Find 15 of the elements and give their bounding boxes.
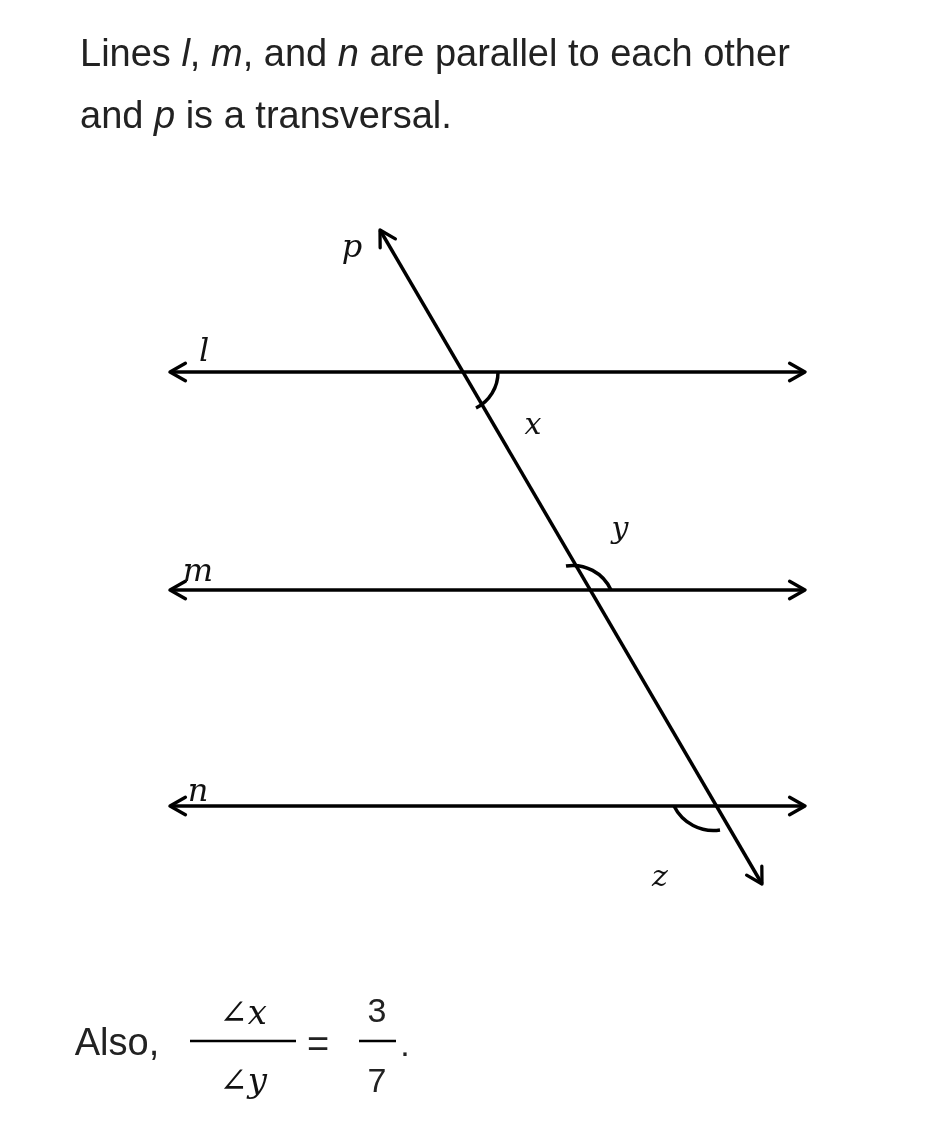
fraction-denominator: 7 xyxy=(367,1063,387,1097)
angle-label: z xyxy=(652,861,668,891)
line-label: p xyxy=(341,230,363,262)
line-label: l xyxy=(198,334,210,366)
formula-text: Also, xyxy=(74,1023,160,1061)
title-text: Lines l, m, and n are parallel to each other and p is a transversal. xyxy=(80,31,791,138)
line-label: n xyxy=(187,774,209,806)
angle-label: y xyxy=(611,513,629,543)
fraction-denominator: ∠y xyxy=(219,1063,267,1097)
period-mark: . xyxy=(400,1027,410,1061)
line-label: m xyxy=(182,554,214,586)
fraction-numerator: ∠x xyxy=(219,995,267,1029)
fraction-numerator: 3 xyxy=(367,993,387,1027)
equals-sign: = xyxy=(306,1025,330,1063)
angle-label: x xyxy=(524,409,542,439)
